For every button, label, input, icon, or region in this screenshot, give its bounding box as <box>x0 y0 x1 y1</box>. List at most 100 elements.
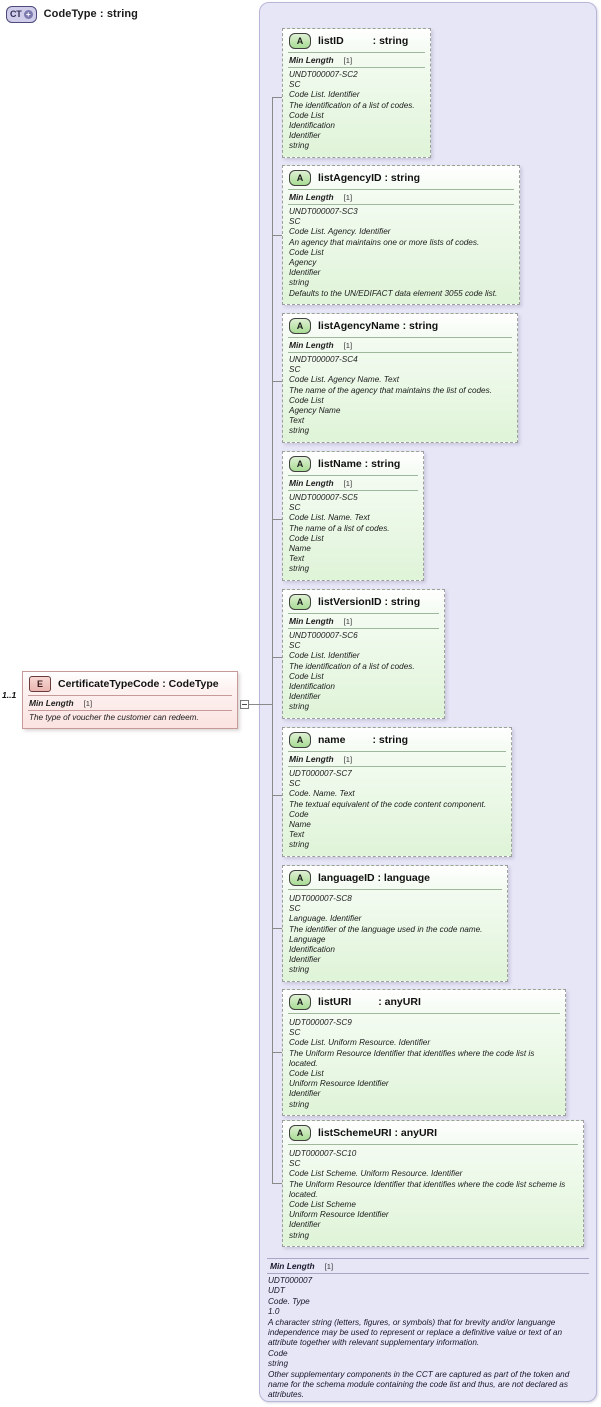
doc-line: Identification <box>289 121 335 131</box>
attribute-header: A listAgencyName : string <box>283 314 517 337</box>
doc-line: 1.0 <box>268 1307 280 1317</box>
doc-line: Agency Name <box>289 406 341 416</box>
attribute-name: listID <box>318 35 344 47</box>
divider <box>28 695 232 696</box>
element-documentation: The type of voucher the customer can red… <box>23 711 237 728</box>
doc-line: The name of a list of codes. <box>289 523 390 533</box>
attribute-box-listuri[interactable]: A listURI : anyURI UDT000007-SC9 SC Code… <box>282 989 566 1116</box>
doc-line: The Uniform Resource Identifier that ide… <box>289 1048 535 1068</box>
doc-line: The name of the agency that maintains th… <box>289 385 492 395</box>
divider <box>267 1273 589 1274</box>
doc-line: The textual equivalent of the code conte… <box>289 799 487 809</box>
attribute-header: A listName : string <box>283 452 423 475</box>
attribute-icon: A <box>289 456 311 472</box>
doc-line: SC <box>289 365 301 375</box>
attribute-doc: UNDT000007-SC4 SC Code List. Agency Name… <box>283 353 517 442</box>
root-doc: UDT000007 UDT Code. Type 1.0 A character… <box>264 1274 592 1405</box>
doc-line: string <box>289 278 310 288</box>
doc-line: Code List Scheme. Uniform Resource. Iden… <box>289 1169 463 1179</box>
attribute-name: listURI <box>318 996 352 1008</box>
element-facet: Min Length [1] <box>23 696 237 710</box>
doc-line: Identifier <box>289 692 321 702</box>
facet-label: Min Length <box>289 55 334 65</box>
attribute-icon: A <box>289 1125 311 1141</box>
doc-line: Code List <box>289 1069 324 1079</box>
attribute-header: A listSchemeURI : anyURI <box>283 1121 583 1144</box>
facet-value: [1] <box>343 479 353 488</box>
doc-line: Code List. Agency. Identifier <box>289 227 391 237</box>
divider <box>288 766 506 767</box>
doc-line: Code List. Uniform Resource. Identifier <box>289 1038 431 1048</box>
connector-element-to-tree <box>240 704 272 705</box>
attribute-doc: UDT000007-SC7 SC Code. Name. Text The te… <box>283 767 511 856</box>
divider <box>288 352 512 353</box>
attribute-name: listVersionID : string <box>318 596 421 608</box>
attribute-type: : string <box>372 734 409 746</box>
doc-line: SC <box>289 80 301 90</box>
facet-value: [1] <box>343 56 353 65</box>
attribute-box-listagencyname[interactable]: A listAgencyName : string Min Length [1]… <box>282 313 518 443</box>
expand-plus-icon[interactable]: + <box>23 9 33 19</box>
doc-line: UDT000007 <box>268 1276 313 1285</box>
facet-label: Min Length <box>289 478 334 488</box>
attribute-doc: UDT000007-SC8 SC Language. Identifier Th… <box>283 890 507 981</box>
doc-line: A character string (letters, figures, or… <box>268 1317 563 1348</box>
doc-line: Text <box>289 416 305 426</box>
doc-line: Code List <box>289 247 324 257</box>
connector-stub <box>272 795 282 796</box>
element-expander-icon[interactable] <box>240 700 249 709</box>
doc-line: Code. Name. Text <box>289 789 355 799</box>
doc-line: Identification <box>289 945 335 955</box>
codetype-header[interactable]: CT+ CodeType : string <box>6 4 138 24</box>
doc-line: Language <box>289 934 326 944</box>
doc-line: UDT000007-SC8 <box>289 894 352 903</box>
doc-line: Other supplementary components in the CC… <box>268 1369 570 1400</box>
doc-line: SC <box>289 904 301 914</box>
doc-line: string <box>268 1359 289 1369</box>
facet-label: Min Length <box>289 192 334 202</box>
facet-label: Min Length <box>270 1261 315 1271</box>
attribute-box-listschemeuri[interactable]: A listSchemeURI : anyURI UDT000007-SC10 … <box>282 1120 584 1247</box>
divider <box>267 1258 589 1259</box>
doc-line: SC <box>289 779 301 789</box>
divider <box>288 475 418 476</box>
attribute-icon: A <box>289 170 311 186</box>
doc-line: Identification <box>289 682 335 692</box>
attribute-box-listname[interactable]: A listName : string Min Length [1] UNDT0… <box>282 451 424 581</box>
connector-stub <box>272 657 282 658</box>
complextype-icon[interactable]: CT+ <box>6 5 37 23</box>
root-facet: Min Length [1] <box>264 1259 592 1273</box>
doc-line: The identifier of the language used in t… <box>289 924 483 934</box>
doc-line: UNDT000007-SC5 <box>289 493 358 502</box>
attribute-header: A listURI : anyURI <box>283 990 565 1013</box>
doc-line: Code List. Identifier <box>289 651 360 661</box>
doc-line: Identifier <box>289 1089 321 1099</box>
attribute-box-listid[interactable]: A listID : string Min Length [1] UNDT000… <box>282 28 431 158</box>
attribute-box-listagencyid[interactable]: A listAgencyID : string Min Length [1] U… <box>282 165 520 305</box>
element-header: E CertificateTypeCode : CodeType <box>23 672 237 695</box>
doc-line: An agency that maintains one or more lis… <box>289 237 480 247</box>
attribute-header: A name : string <box>283 728 511 751</box>
doc-line: Name <box>289 820 311 830</box>
divider <box>28 710 232 711</box>
connector-stub <box>272 1183 282 1184</box>
attribute-doc: UNDT000007-SC5 SC Code List. Name. Text … <box>283 491 423 580</box>
attribute-icon: A <box>289 994 311 1010</box>
divider <box>288 189 514 190</box>
doc-line: string <box>289 702 310 712</box>
attribute-box-name[interactable]: A name : string Min Length [1] UDT000007… <box>282 727 512 857</box>
attribute-facet: Min Length [1] <box>283 338 517 352</box>
doc-line: UNDT000007-SC6 <box>289 631 358 640</box>
attribute-name: listSchemeURI : anyURI <box>318 1127 438 1139</box>
attribute-name: listAgencyName : string <box>318 320 439 332</box>
element-box-certificatetypecode[interactable]: E CertificateTypeCode : CodeType Min Len… <box>22 671 238 730</box>
divider <box>288 1144 578 1145</box>
attribute-header: A languageID : language <box>283 866 507 889</box>
attribute-box-listversionid[interactable]: A listVersionID : string Min Length [1] … <box>282 589 445 719</box>
facet-value: [1] <box>343 755 353 764</box>
divider <box>288 751 506 752</box>
doc-line: UNDT000007-SC4 <box>289 355 358 364</box>
attribute-box-languageid[interactable]: A languageID : language UDT000007-SC8 SC… <box>282 865 508 982</box>
doc-line: Code List <box>289 671 324 681</box>
divider <box>288 628 439 629</box>
